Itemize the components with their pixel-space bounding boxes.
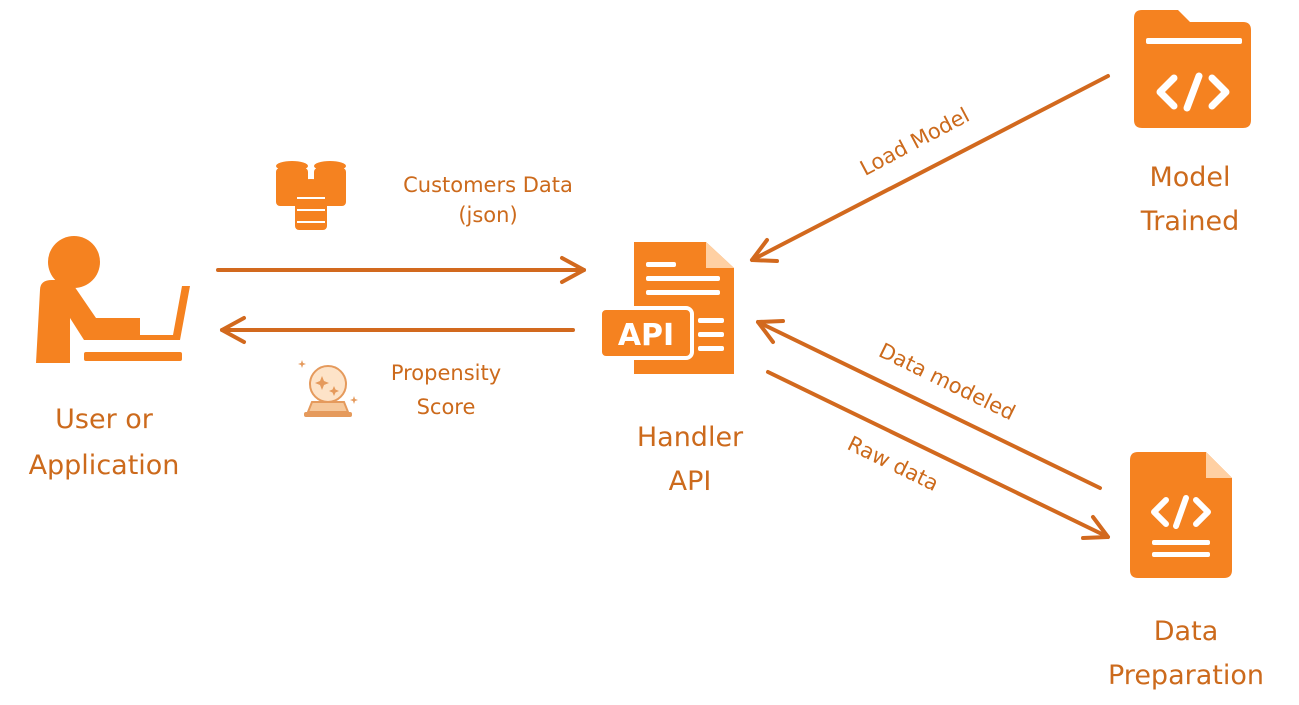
arrow-propensity-score: [220, 316, 575, 344]
arrow-raw-data: [766, 370, 1110, 540]
model-label-line2: Trained: [1140, 206, 1240, 237]
database-icon: [276, 161, 346, 230]
code-file-icon: [1130, 452, 1232, 578]
user-laptop-icon: [36, 236, 190, 363]
user-label-line1: User or: [55, 404, 154, 435]
arrow-load-model: [750, 74, 1110, 263]
raw-data-label: Raw data: [844, 431, 943, 496]
api-document-icon: API: [598, 242, 734, 374]
handler-label-line2: API: [669, 466, 712, 497]
user-label-line2: Application: [29, 450, 180, 481]
handler-label-line1: Handler: [637, 422, 744, 453]
api-badge-text: API: [618, 318, 674, 353]
crystal-ball-icon: [298, 360, 358, 417]
propensity-label-line2: Score: [417, 395, 476, 419]
arrow-data-modeled: [756, 319, 1102, 490]
load-model-label: Load Model: [856, 103, 973, 181]
propensity-label-line1: Propensity: [391, 361, 501, 385]
prep-label-line1: Data: [1154, 616, 1218, 647]
code-folder-icon: [1134, 10, 1251, 128]
arrow-customers-data: [216, 256, 586, 284]
customers-data-label-line2: (json): [458, 203, 517, 227]
customers-data-label-line1: Customers Data: [403, 173, 573, 197]
prep-label-line2: Preparation: [1108, 660, 1264, 691]
arrows: [216, 74, 1110, 540]
model-label-line1: Model: [1149, 162, 1230, 193]
